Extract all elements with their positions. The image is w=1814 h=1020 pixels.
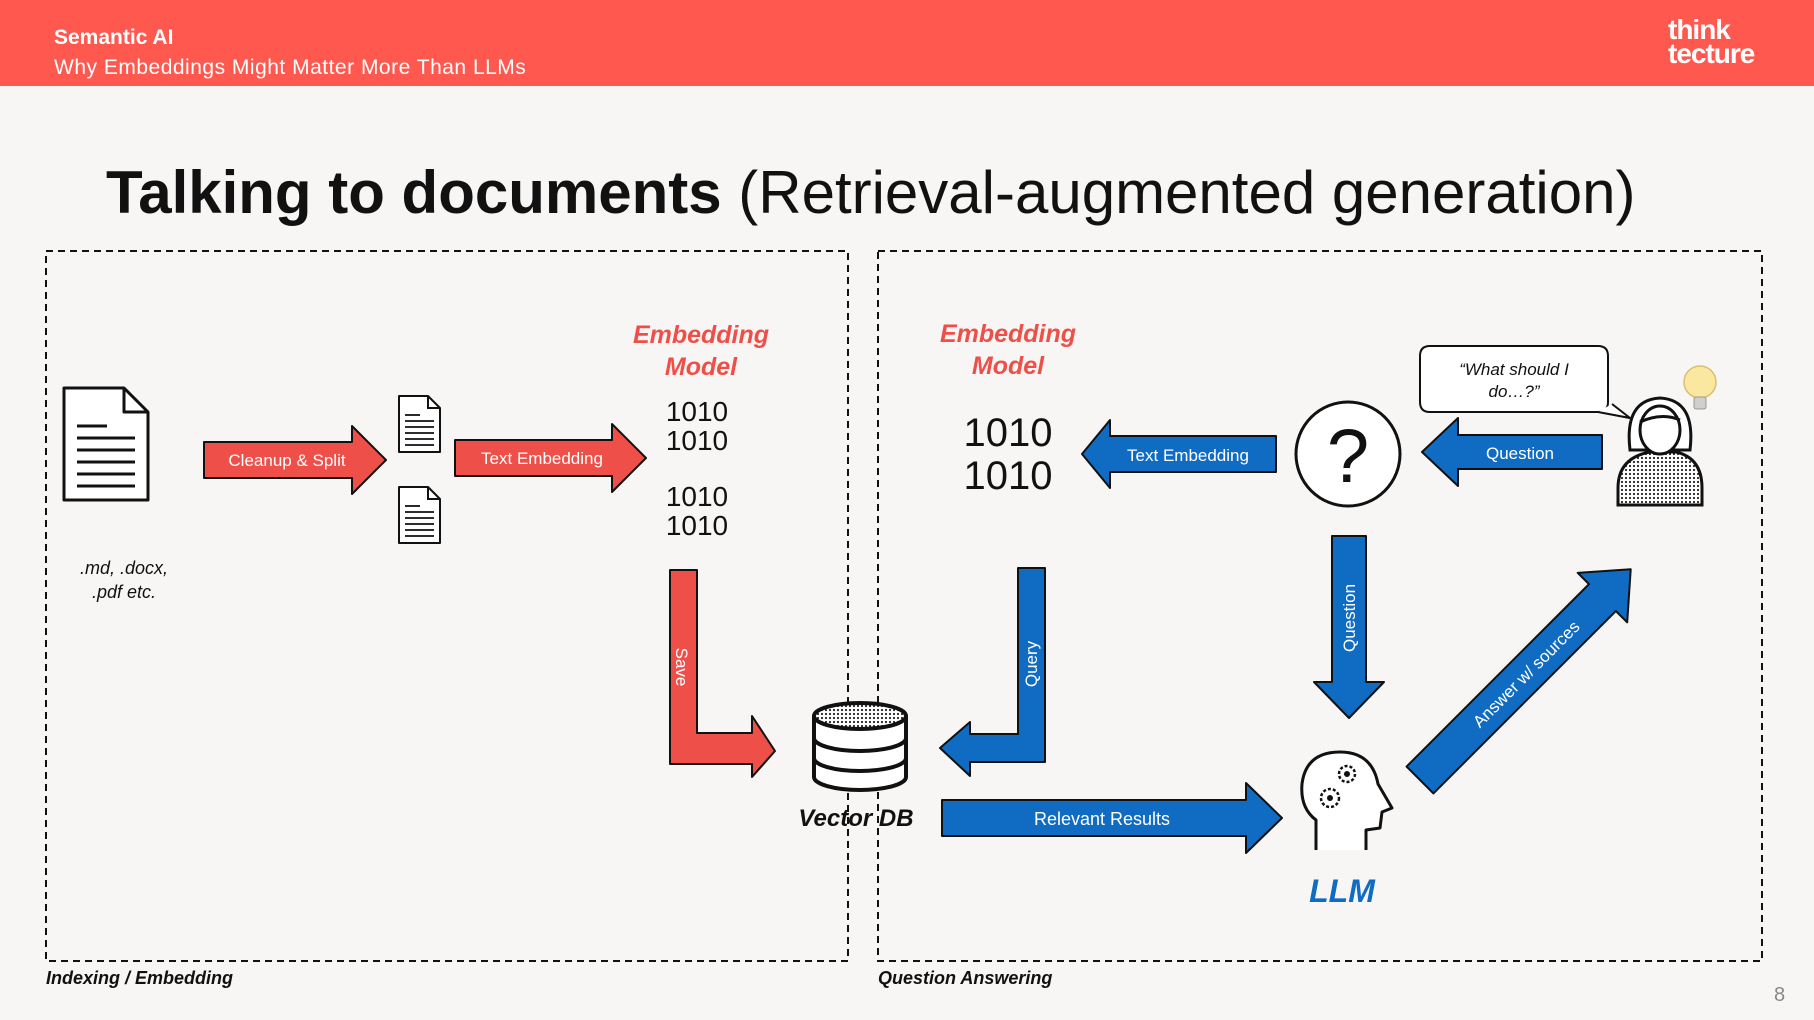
small-document-icon xyxy=(398,395,441,453)
embedding-model-title-right-1: Embedding xyxy=(940,320,1076,348)
embedding-model-title-left-1: Embedding xyxy=(633,321,769,349)
small-document-icon xyxy=(398,486,441,544)
question-mark: ? xyxy=(1327,414,1369,499)
speech-line-1: “What should I xyxy=(1459,360,1569,379)
slide-title-bold: Talking to documents xyxy=(106,159,722,226)
text-embedding-label-left: Text Embedding xyxy=(481,449,603,468)
answer-label: Answer w/ sources xyxy=(1469,617,1583,731)
cleanup-split-label: Cleanup & Split xyxy=(228,451,345,470)
llm-label: LLM xyxy=(1309,873,1376,909)
embedding-model-title-right-2: Model xyxy=(972,352,1045,380)
binary-text: 1010 xyxy=(666,425,728,456)
answer-arrow: Answer w/ sources xyxy=(1405,568,1632,795)
qa-panel xyxy=(877,250,1763,962)
relevant-results-label: Relevant Results xyxy=(1034,809,1170,829)
indexing-panel xyxy=(45,250,849,962)
relevant-results-arrow: Relevant Results xyxy=(941,782,1283,854)
text-embedding-label-right: Text Embedding xyxy=(1127,446,1249,465)
save-label: Save xyxy=(672,648,691,687)
save-arrow: Save xyxy=(669,569,776,778)
question-label: Question xyxy=(1486,444,1554,463)
header-title: Semantic AI xyxy=(54,26,174,49)
binary-text: 1010 xyxy=(666,481,728,512)
query-arrow: Query xyxy=(939,567,1046,777)
speech-line-2: do…?” xyxy=(1488,382,1540,401)
slide-title: Talking to documents (Retrieval-augmente… xyxy=(106,158,1635,227)
question-down-label: Question xyxy=(1340,584,1359,652)
cleanup-split-arrow: Cleanup & Split xyxy=(203,425,387,495)
file-types-line-1: .md, .docx, xyxy=(80,558,168,578)
speech-bubble-icon: “What should I do…?” xyxy=(1419,345,1631,419)
question-down-arrow: Question xyxy=(1313,535,1385,719)
binary-text: 1010 xyxy=(964,454,1053,498)
user-icon xyxy=(1616,396,1704,507)
text-embedding-arrow-right: Text Embedding xyxy=(1081,419,1277,489)
question-circle-icon: ? xyxy=(1294,400,1402,508)
logo-line-1: think xyxy=(1668,14,1731,45)
binary-text: 1010 xyxy=(666,510,728,541)
logo-line-2: tecture xyxy=(1668,38,1755,69)
page-number: 8 xyxy=(1774,984,1786,1006)
header-subtitle: Why Embeddings Might Matter More Than LL… xyxy=(54,56,527,79)
brain-gears-icon xyxy=(1300,750,1394,850)
indexing-panel-label: Indexing / Embedding xyxy=(46,968,234,988)
lightbulb-icon xyxy=(1683,365,1717,410)
binary-embeddings-left: 1010 1010 1010 1010 xyxy=(666,396,728,541)
vector-db-label: Vector DB xyxy=(798,805,913,832)
text-embedding-arrow-left: Text Embedding xyxy=(454,423,647,493)
embedding-model-title-left-2: Model xyxy=(665,353,738,381)
database-icon xyxy=(812,701,908,792)
binary-embeddings-right: 1010 1010 xyxy=(964,411,1053,498)
header-bar: Semantic AI Why Embeddings Might Matter … xyxy=(0,0,1814,86)
slide-title-rest: (Retrieval-augmented generation) xyxy=(721,159,1636,226)
qa-panel-label: Question Answering xyxy=(878,968,1053,988)
query-label: Query xyxy=(1022,640,1041,687)
document-icon xyxy=(62,386,150,502)
binary-text: 1010 xyxy=(964,411,1053,455)
question-arrow: Question xyxy=(1421,417,1603,487)
thinktecture-logo: think tecture xyxy=(1668,14,1755,69)
binary-text: 1010 xyxy=(666,396,728,427)
file-types-line-2: .pdf etc. xyxy=(92,582,156,602)
